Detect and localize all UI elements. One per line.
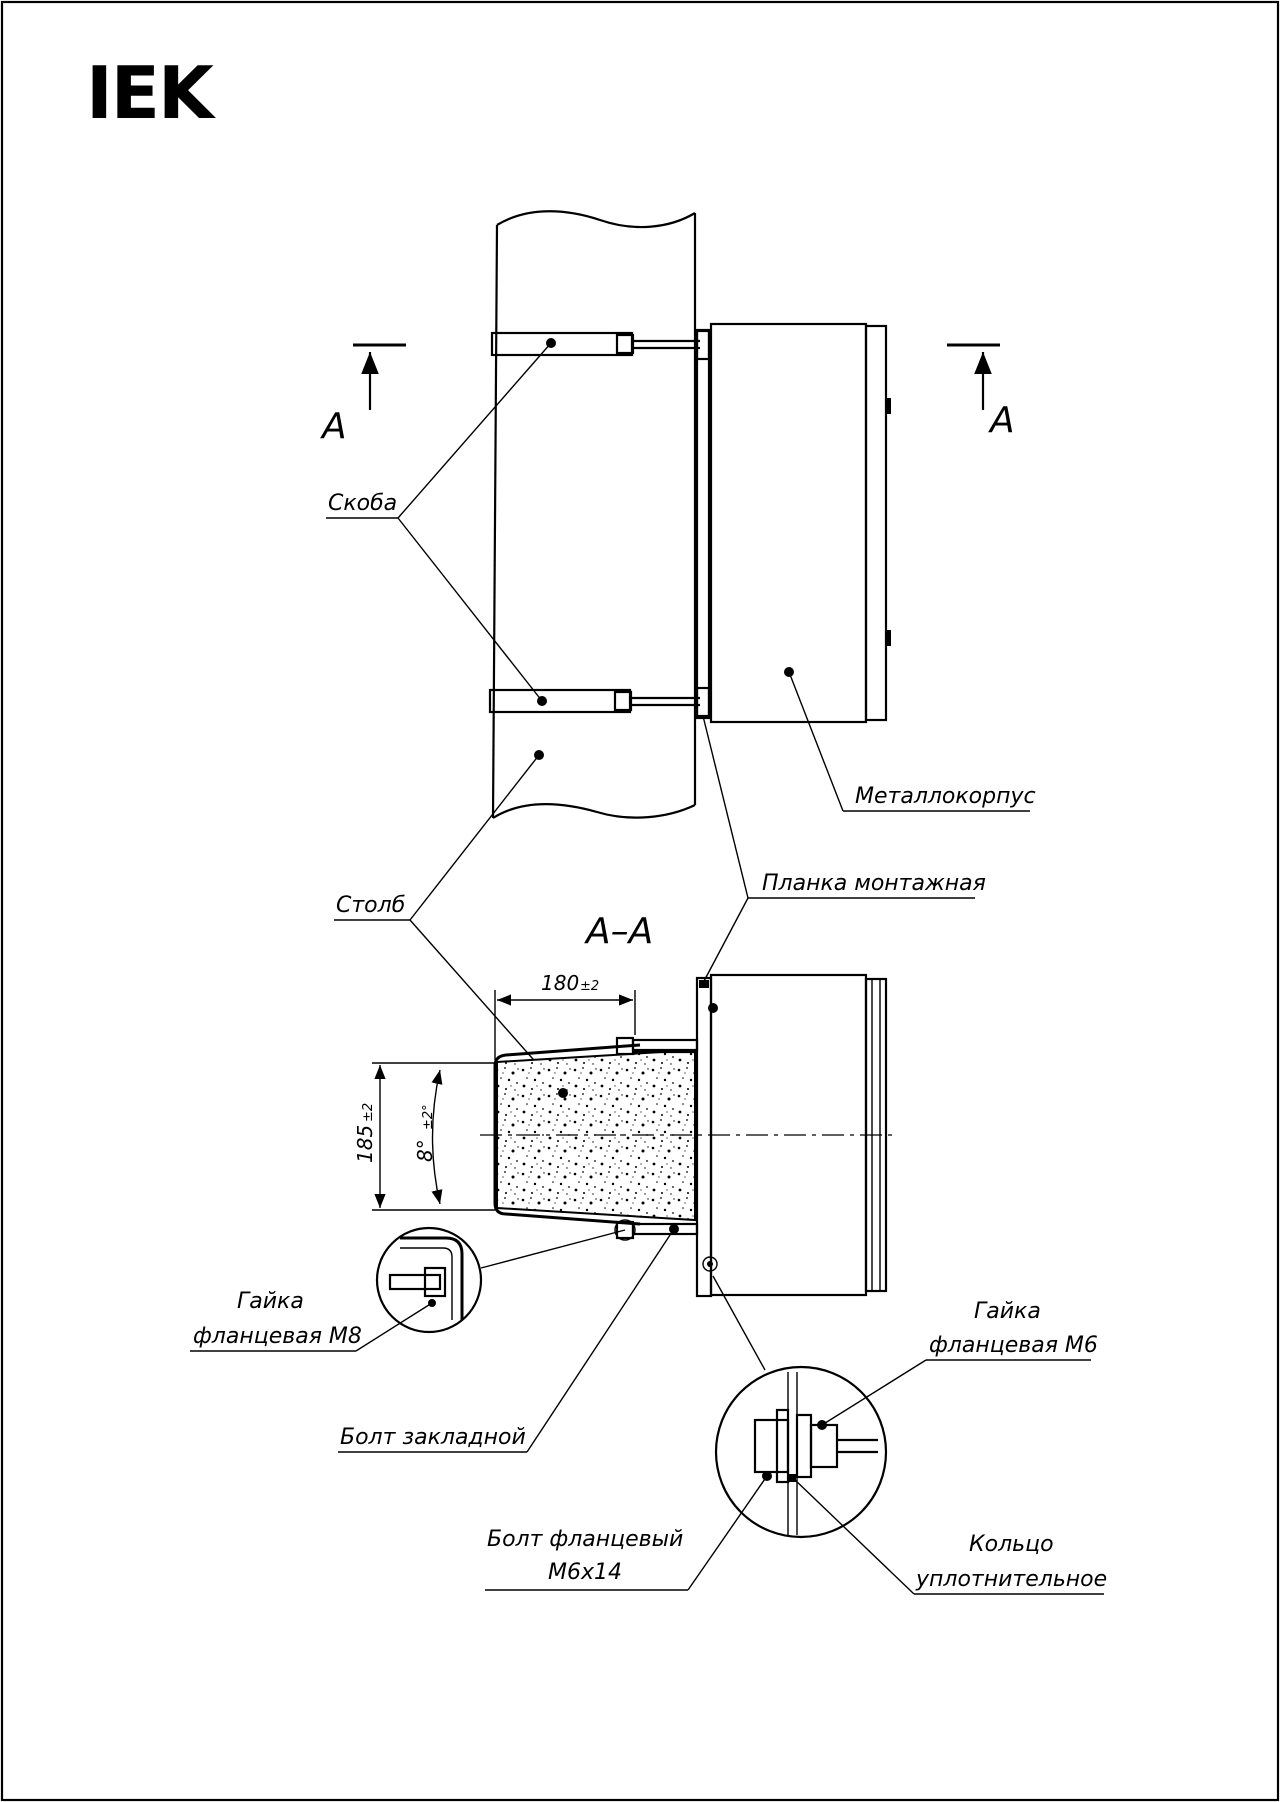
section-marker-right: A <box>947 343 1015 441</box>
label-flange-nut-m8-line1: Гайка <box>237 1289 304 1314</box>
label-enclosure: Металлокорпус <box>855 784 1036 809</box>
brand-logo: IEK <box>86 51 216 135</box>
mounting-plate-top <box>695 328 711 720</box>
dimension-height: 185 ±2 <box>353 1062 495 1211</box>
svg-text:A: A <box>988 400 1015 441</box>
dimension-angle: 8° ±2° <box>413 1069 443 1205</box>
section-title: А–А <box>584 911 653 952</box>
section-bolt-lower <box>614 1219 699 1241</box>
detail-flange-nut-m8 <box>375 1226 626 1334</box>
label-seal-ring-line1: Кольцо <box>969 1532 1054 1557</box>
label-mounting-plate: Планка монтажная <box>762 871 986 896</box>
label-pole: Столб <box>336 893 405 918</box>
label-flange-bolt-line1: Болт фланцевый <box>487 1527 683 1552</box>
svg-text:±2°: ±2° <box>421 1104 436 1130</box>
svg-text:±2: ±2 <box>580 979 599 994</box>
svg-text:A: A <box>320 406 347 447</box>
label-bracket: Скоба <box>328 491 397 516</box>
svg-text:180: 180 <box>541 971 579 995</box>
label-flange-nut-m6-line1: Гайка <box>974 1299 1041 1324</box>
label-embedded-bolt: Болт закладной <box>340 1425 526 1450</box>
label-seal-ring-line2: уплотнительное <box>915 1567 1107 1592</box>
label-flange-nut-m8-line2: фланцевая М8 <box>193 1324 362 1349</box>
enclosure-top-view <box>709 322 891 724</box>
mounting-plate-section <box>695 976 713 1298</box>
pole-side-view <box>491 210 697 819</box>
dimension-width: 180 ±2 <box>494 971 636 1060</box>
bracket-lower <box>488 686 711 718</box>
svg-text:±2: ±2 <box>361 1103 376 1122</box>
svg-text:185: 185 <box>353 1125 377 1163</box>
bracket-upper <box>490 329 711 361</box>
section-marker-left: A <box>320 343 406 447</box>
detail-flange-bolt-m6 <box>712 1275 888 1539</box>
label-flange-bolt-line2: М6х14 <box>548 1560 622 1585</box>
label-flange-nut-m6-line2: фланцевая М6 <box>929 1333 1098 1358</box>
svg-text:8°: 8° <box>413 1139 437 1162</box>
